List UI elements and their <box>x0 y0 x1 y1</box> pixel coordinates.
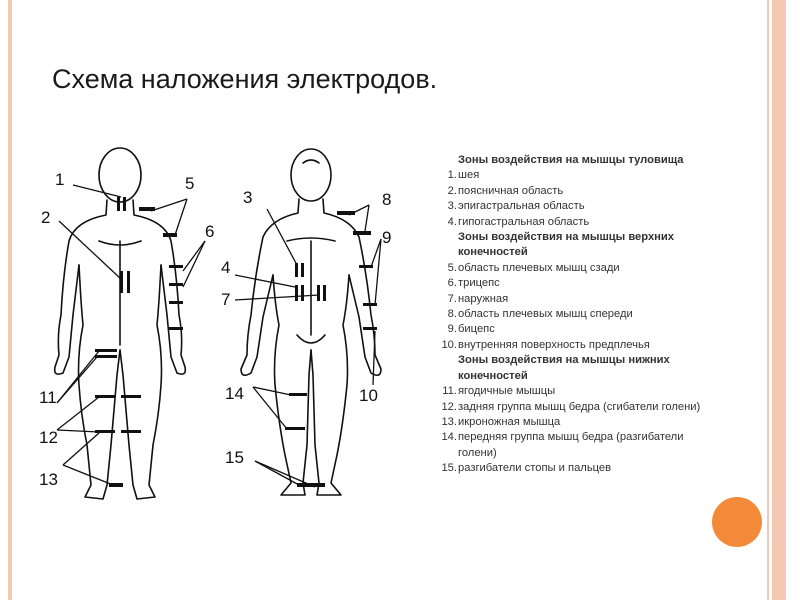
list-item: 12.задняя группа мышц бедра (сгибатели г… <box>441 400 701 413</box>
list-item: 14.передняя группа мышц бедра (разгибате… <box>441 431 684 444</box>
figure-label-1: 1 <box>55 170 64 189</box>
figure-label-12: 12 <box>39 428 58 447</box>
left-border-stripe <box>8 0 12 600</box>
list-item: 11.ягодичные мышцы <box>442 385 556 398</box>
list-item: 10.внутренняя поверхность предплечья <box>441 338 650 351</box>
figure-label-3: 3 <box>243 188 252 207</box>
legend-heading-upper-cont: конечностей <box>458 246 528 259</box>
decorative-orange-circle <box>712 497 762 547</box>
list-item: 15.разгибатели стопы и пальцев <box>441 462 612 475</box>
electrode-diagram: 1 2 3 4 5 6 7 8 9 10 11 12 13 14 15 <box>39 147 391 500</box>
legend-heading-upper: Зоны воздействия на мышцы верхних <box>458 231 675 244</box>
front-view-figure <box>240 148 382 496</box>
right-border-line <box>767 0 769 600</box>
legend-heading-torso: Зоны воздействия на мышцы туловища <box>458 154 684 166</box>
right-border-stripe <box>772 0 786 600</box>
electrode-legend: Зоны воздействия на мышцы туловища 1.шея… <box>436 153 766 477</box>
list-item: 7.наружная <box>447 292 509 305</box>
list-item: 5.область плечевых мышц сзади <box>447 261 620 274</box>
figure-label-14: 14 <box>225 384 244 403</box>
electrode-pads <box>95 197 377 487</box>
legend-heading-lower: Зоны воздействия на мышцы нижних <box>458 354 670 367</box>
figure-label-5: 5 <box>185 174 194 193</box>
list-item: 4.гипогастральная область <box>447 215 590 228</box>
figure-label-2: 2 <box>41 208 50 227</box>
list-item: 9.бицепс <box>447 323 495 336</box>
figure-label-10: 10 <box>359 386 378 405</box>
list-item: 1.шея <box>447 169 480 182</box>
figure-label-13: 13 <box>39 470 58 489</box>
figure-label-9: 9 <box>382 228 391 247</box>
figure-label-8: 8 <box>382 190 391 209</box>
legend-heading-lower-cont: конечностей <box>458 369 528 382</box>
figure-label-4: 4 <box>221 258 230 277</box>
figure-label-15: 15 <box>225 448 244 467</box>
list-item-continuation: голени) <box>458 446 497 459</box>
list-item: 13.икроножная мышца <box>441 415 561 428</box>
slide-title: Схема наложения электродов. <box>52 64 438 94</box>
figure-label-6: 6 <box>205 222 214 241</box>
figure-label-7: 7 <box>221 290 230 309</box>
list-item: 2.поясничная область <box>447 184 564 197</box>
list-item: 8.область плечевых мышц спереди <box>447 308 633 321</box>
list-item: 3.эпигастральная область <box>447 200 585 213</box>
list-item: 6.трицепс <box>447 277 500 290</box>
leader-lines <box>56 184 382 488</box>
back-view-figure <box>53 147 187 500</box>
figure-label-11: 11 <box>39 388 57 407</box>
